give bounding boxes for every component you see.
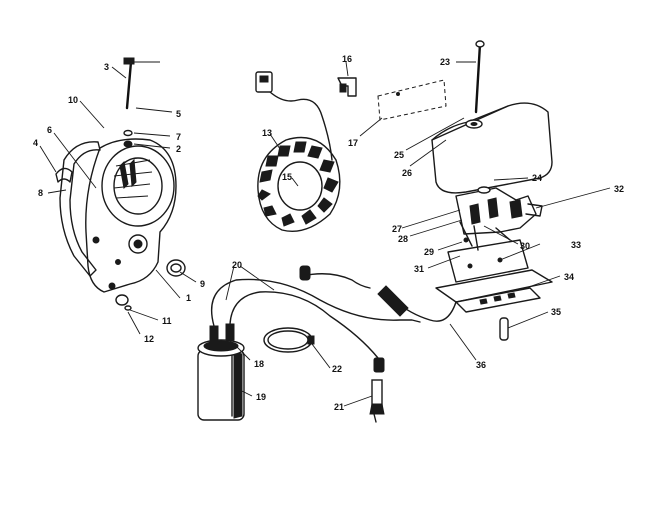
callout-13: 13 <box>262 128 272 138</box>
callout-24: 24 <box>532 173 542 183</box>
part-clamp <box>263 327 315 353</box>
callout-26: 26 <box>402 168 412 178</box>
callouts: 1 2 3 4 5 6 7 8 9 10 11 12 13 15 16 17 1… <box>33 54 624 412</box>
callout-3: 3 <box>104 62 109 72</box>
callout-27: 27 <box>392 224 402 234</box>
callout-18: 18 <box>254 359 264 369</box>
callout-36: 36 <box>476 360 486 370</box>
callout-8: 8 <box>38 188 43 198</box>
part-washers <box>123 129 133 148</box>
part-bolt-vertical <box>474 40 485 114</box>
part-module-box <box>431 102 553 194</box>
part-seal <box>166 259 186 277</box>
callout-28: 28 <box>398 234 408 244</box>
callout-5: 5 <box>176 109 181 119</box>
callout-25: 25 <box>394 150 404 160</box>
callout-2: 2 <box>176 144 181 154</box>
callout-11: 11 <box>162 316 172 326</box>
callout-10: 10 <box>68 95 78 105</box>
callout-33: 33 <box>571 240 581 250</box>
callout-31: 31 <box>414 264 424 274</box>
part-pin <box>499 317 509 341</box>
callout-4: 4 <box>33 138 38 148</box>
callout-9: 9 <box>200 279 205 289</box>
part-strip <box>455 287 541 313</box>
part-cover-plate <box>377 79 447 121</box>
callout-23: 23 <box>440 57 450 67</box>
leader-lines <box>39 61 611 407</box>
part-clip <box>337 77 357 97</box>
callout-12: 12 <box>144 334 154 344</box>
part-magneto-housing <box>85 138 177 293</box>
part-breaker-assembly <box>455 186 543 251</box>
callout-34: 34 <box>564 272 574 282</box>
callout-7: 7 <box>176 132 181 142</box>
callout-1: 1 <box>186 293 191 303</box>
part-spark-plug <box>369 357 385 423</box>
callout-30: 30 <box>520 241 530 251</box>
part-plug-lead <box>377 285 457 322</box>
part-ignition-coil <box>197 323 245 421</box>
callout-17: 17 <box>348 138 358 148</box>
part-stator <box>255 71 341 232</box>
part-bolt-long <box>123 57 135 110</box>
part-bracket-small <box>55 167 73 183</box>
part-leads <box>210 265 421 359</box>
callout-15: 15 <box>282 172 292 182</box>
part-nut <box>115 294 132 311</box>
callout-16: 16 <box>342 54 352 64</box>
part-gasket <box>59 141 101 277</box>
callout-32: 32 <box>614 184 624 194</box>
callout-6: 6 <box>47 125 52 135</box>
callout-35: 35 <box>551 307 561 317</box>
callout-19: 19 <box>256 392 266 402</box>
callout-21: 21 <box>334 402 344 412</box>
callout-29: 29 <box>424 247 434 257</box>
callout-22: 22 <box>332 364 342 374</box>
callout-20: 20 <box>232 260 242 270</box>
